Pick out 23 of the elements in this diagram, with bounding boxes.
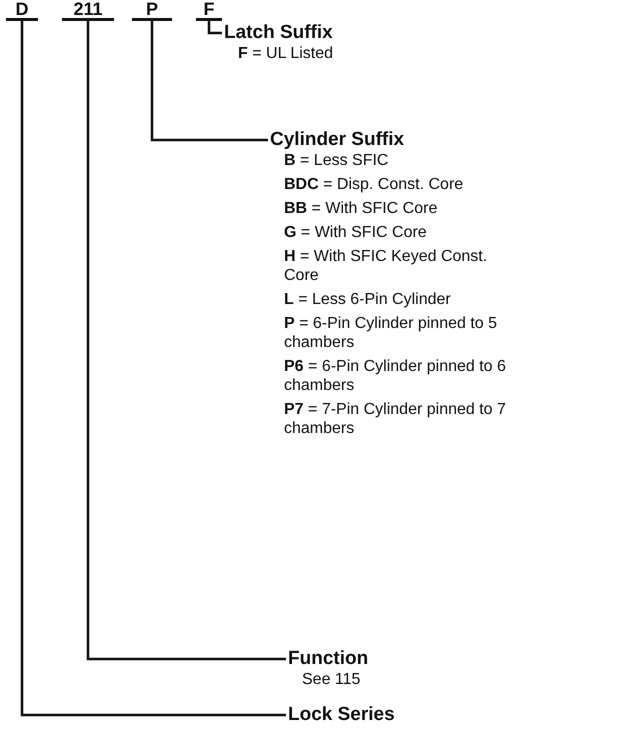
section-heading: Function	[288, 648, 368, 670]
leader-line	[150, 21, 268, 142]
code-segment: F	[196, 0, 222, 21]
code-segment: D	[6, 0, 38, 21]
code-segment: P	[132, 0, 172, 21]
code-definition: P = 6-Pin Cylinder pinned to 5 chambers	[284, 314, 498, 352]
code-definition: P6 = 6-Pin Cylinder pinned to 6 chambers	[284, 357, 507, 395]
code-definition: H = With SFIC Keyed Const. Core	[284, 247, 488, 285]
section-heading: Latch Suffix	[224, 22, 333, 44]
code-definition: BDC = Disp. Const. Core	[284, 175, 464, 194]
section-heading: Cylinder Suffix	[270, 129, 404, 151]
code-definition: See 115	[302, 670, 362, 689]
section-heading: Lock Series	[288, 704, 395, 726]
code-definition: BB = With SFIC Core	[284, 199, 438, 218]
code-definition: L = Less 6-Pin Cylinder	[284, 290, 452, 309]
leader-line	[20, 21, 286, 716]
code-definition: F = UL Listed	[238, 44, 334, 63]
leader-line	[208, 21, 222, 34]
code-definition: G = With SFIC Core	[284, 223, 428, 242]
code-definition: P7 = 7-Pin Cylinder pinned to 7 chambers	[284, 400, 507, 438]
code-definition: B = Less SFIC	[284, 151, 390, 170]
leader-line	[86, 21, 286, 660]
code-segment: 211	[62, 0, 114, 21]
